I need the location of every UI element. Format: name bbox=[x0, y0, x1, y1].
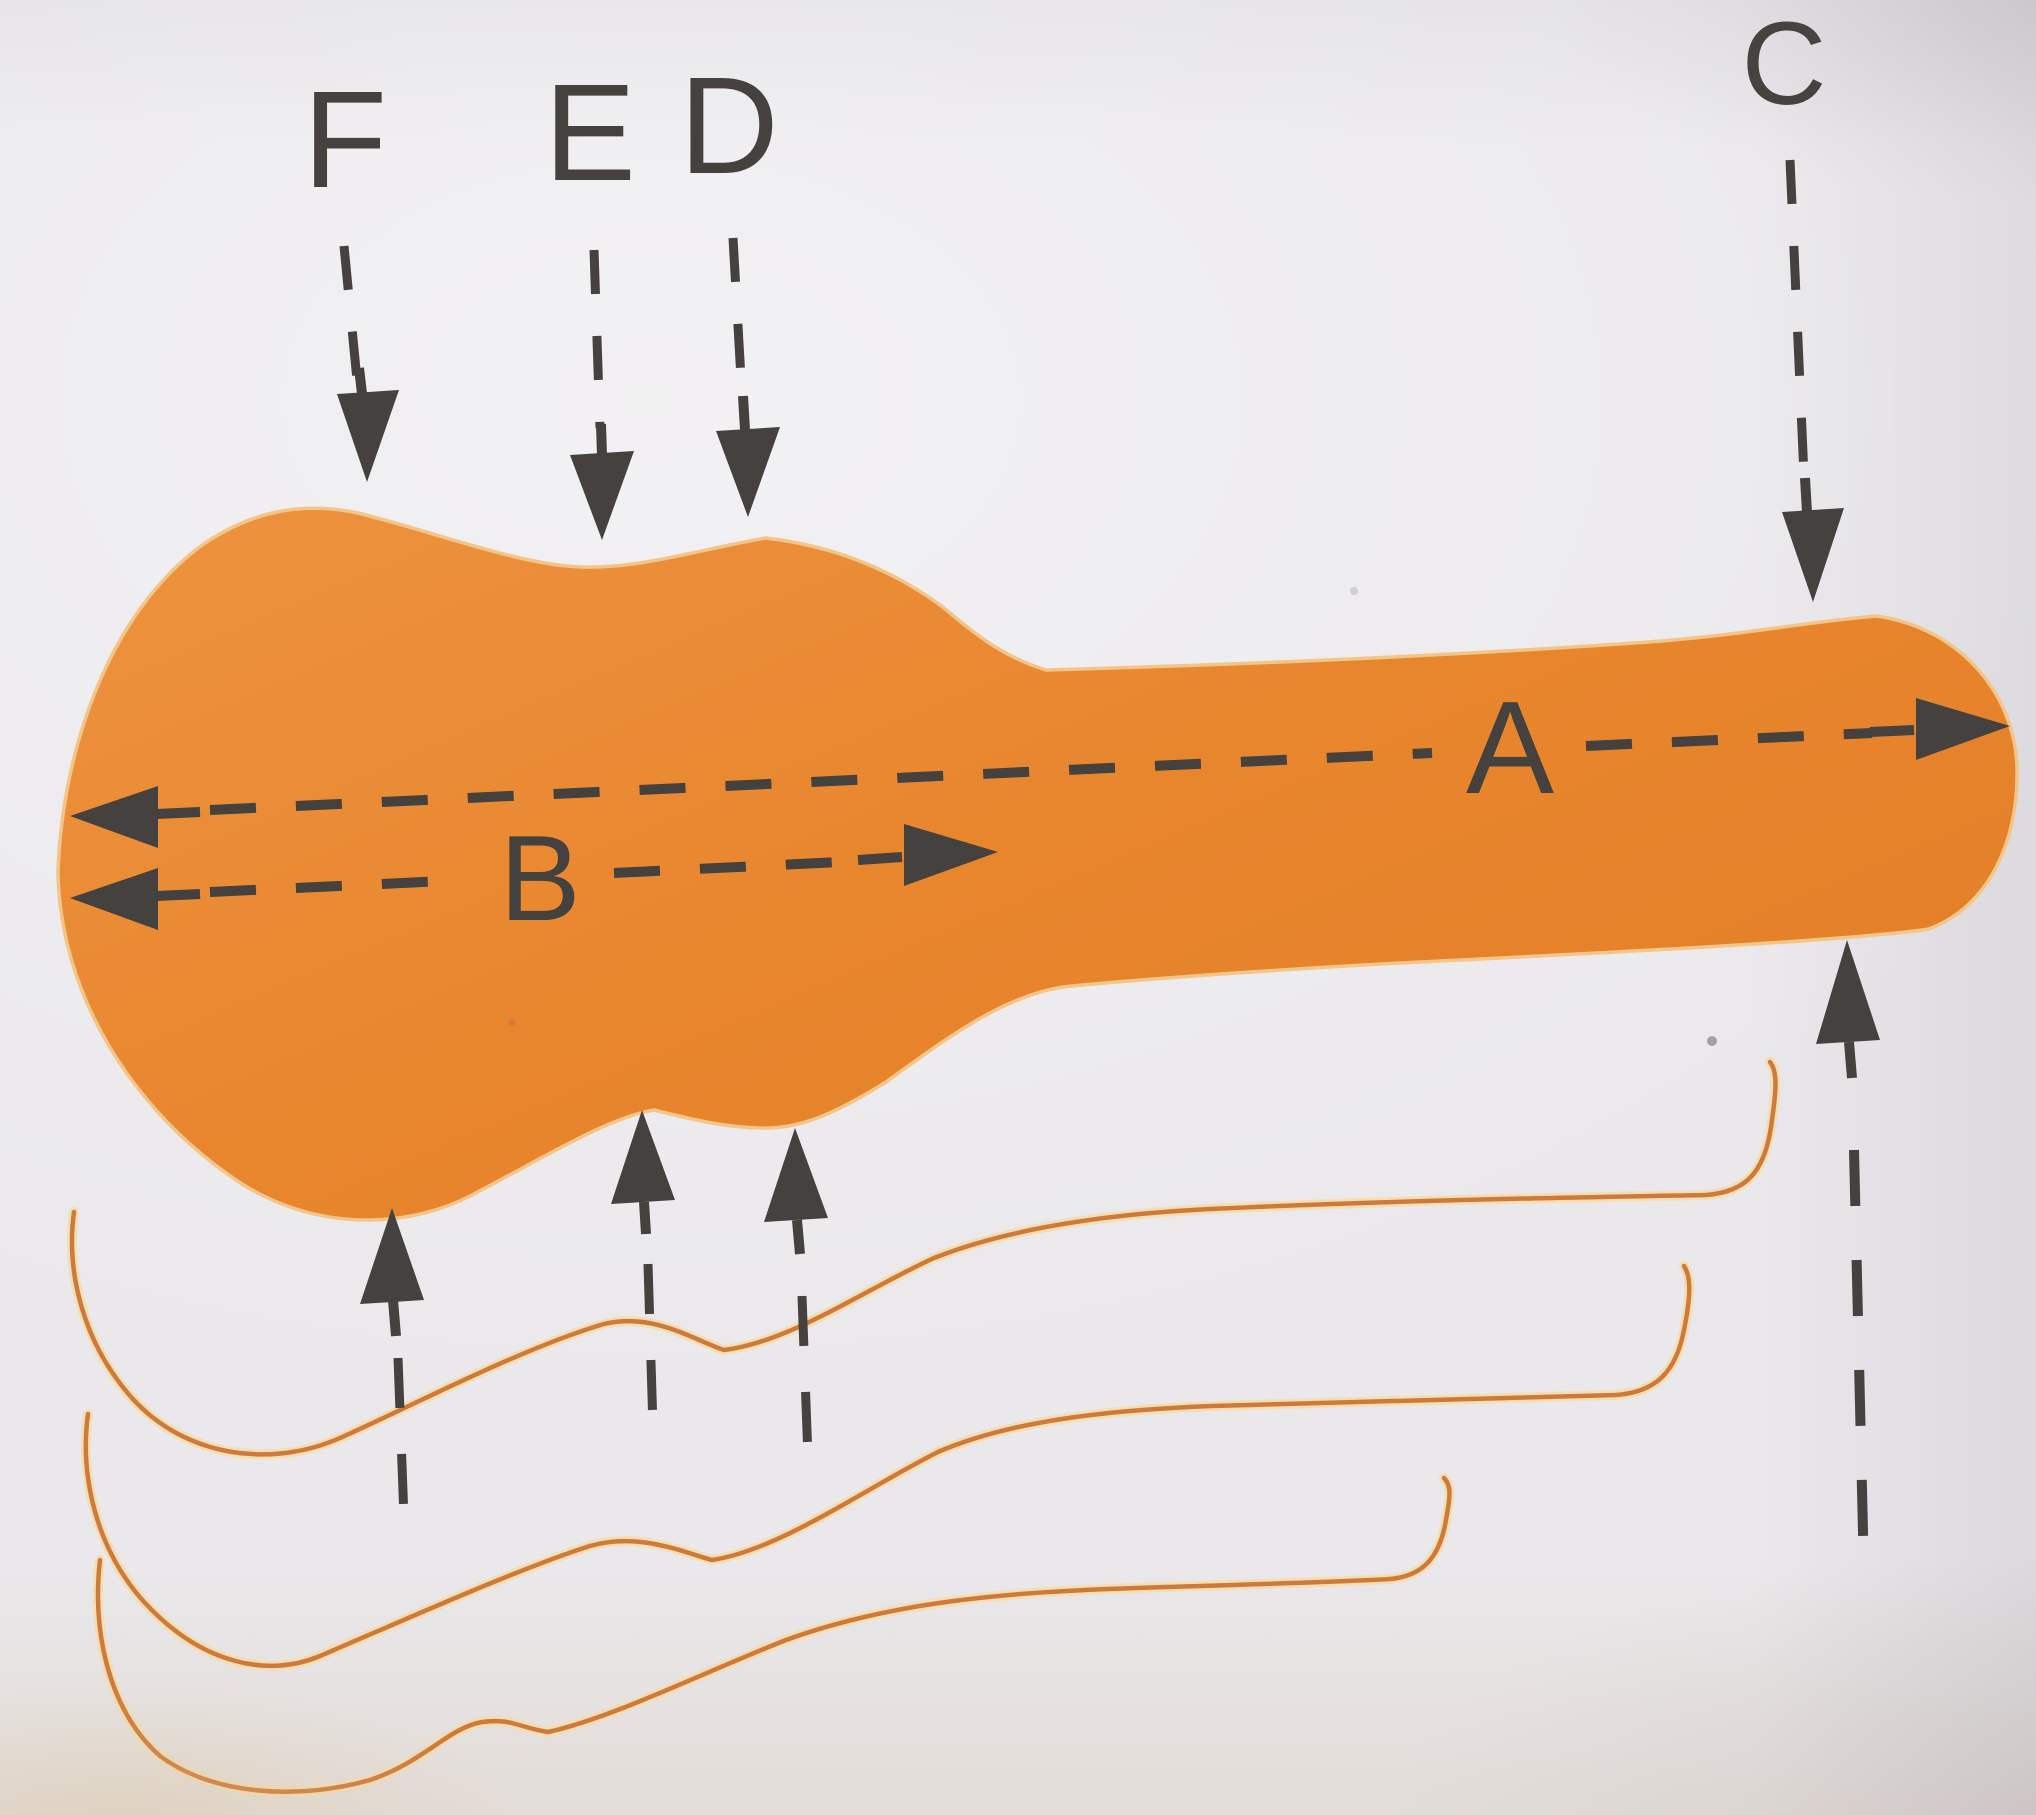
arrow-up-icon bbox=[611, 1110, 675, 1204]
arrow-left-icon bbox=[70, 786, 158, 848]
measure-arrow-b: B bbox=[70, 810, 998, 946]
label-d: D bbox=[679, 49, 779, 203]
arrow-down-icon bbox=[337, 390, 399, 482]
label-a: A bbox=[1466, 674, 1554, 821]
arrow-down-icon bbox=[716, 427, 780, 517]
arrow-right-icon bbox=[904, 824, 998, 886]
arrow-stub bbox=[155, 889, 201, 901]
photo-speck bbox=[508, 1019, 516, 1027]
arrow-stub bbox=[388, 1299, 401, 1337]
arrow-up-icon bbox=[360, 1208, 424, 1304]
dashed-line bbox=[393, 1357, 410, 1546]
arrow-left-icon bbox=[70, 868, 158, 930]
size-outline-2-halo bbox=[80, 1261, 1695, 1671]
photo-speck bbox=[1350, 587, 1358, 595]
label-c: C bbox=[1741, 0, 1826, 130]
arrow-down-icon bbox=[1782, 508, 1844, 602]
arrow-stub bbox=[155, 807, 201, 819]
size-outline-3-line bbox=[95, 1475, 1452, 1794]
dashed-line bbox=[209, 748, 1433, 815]
arrow-stub bbox=[1869, 725, 1915, 737]
arrow-stub bbox=[596, 423, 607, 457]
dashed-line bbox=[613, 856, 861, 878]
dashed-line bbox=[728, 237, 747, 397]
arrow-up-icon bbox=[764, 1128, 828, 1222]
arrow-stub bbox=[1844, 1041, 1857, 1079]
measure-arrow-c: C bbox=[1741, 0, 1880, 1575]
arrow-stub bbox=[857, 852, 903, 865]
arrow-up-icon bbox=[1816, 940, 1880, 1044]
size-outline-2-line bbox=[83, 1263, 1692, 1668]
measure-arrow-e: E bbox=[544, 56, 675, 1429]
dashed-line bbox=[339, 245, 362, 381]
dashed-line bbox=[1849, 1149, 1869, 1575]
label-f: F bbox=[303, 63, 387, 217]
photo-speck bbox=[1707, 1036, 1717, 1046]
label-b: B bbox=[499, 810, 580, 946]
arrow-stub bbox=[738, 395, 750, 431]
dashed-line bbox=[797, 1295, 813, 1459]
measure-arrow-d: D bbox=[679, 49, 828, 1459]
measure-arrow-a: A bbox=[70, 674, 2010, 848]
dashed-line bbox=[209, 875, 467, 897]
size-outline-2 bbox=[80, 1261, 1695, 1671]
arrow-down-icon bbox=[570, 451, 634, 540]
measure-arrow-f: F bbox=[303, 63, 424, 1546]
arrow-stub bbox=[1800, 477, 1812, 513]
arrow-right-icon bbox=[1916, 698, 2010, 760]
arrow-stub bbox=[792, 1219, 805, 1255]
dashed-line bbox=[1785, 159, 1809, 477]
size-outline-3 bbox=[93, 1473, 1455, 1797]
dashed-line bbox=[643, 1263, 658, 1429]
size-outline-1 bbox=[67, 1057, 1781, 1460]
arrow-stub bbox=[639, 1201, 651, 1235]
size-outline-3-halo bbox=[93, 1473, 1455, 1797]
label-e: E bbox=[544, 56, 636, 210]
case-silhouette bbox=[56, 506, 2019, 1222]
size-outline-1-line bbox=[69, 1059, 1778, 1457]
dashed-line bbox=[589, 249, 605, 429]
